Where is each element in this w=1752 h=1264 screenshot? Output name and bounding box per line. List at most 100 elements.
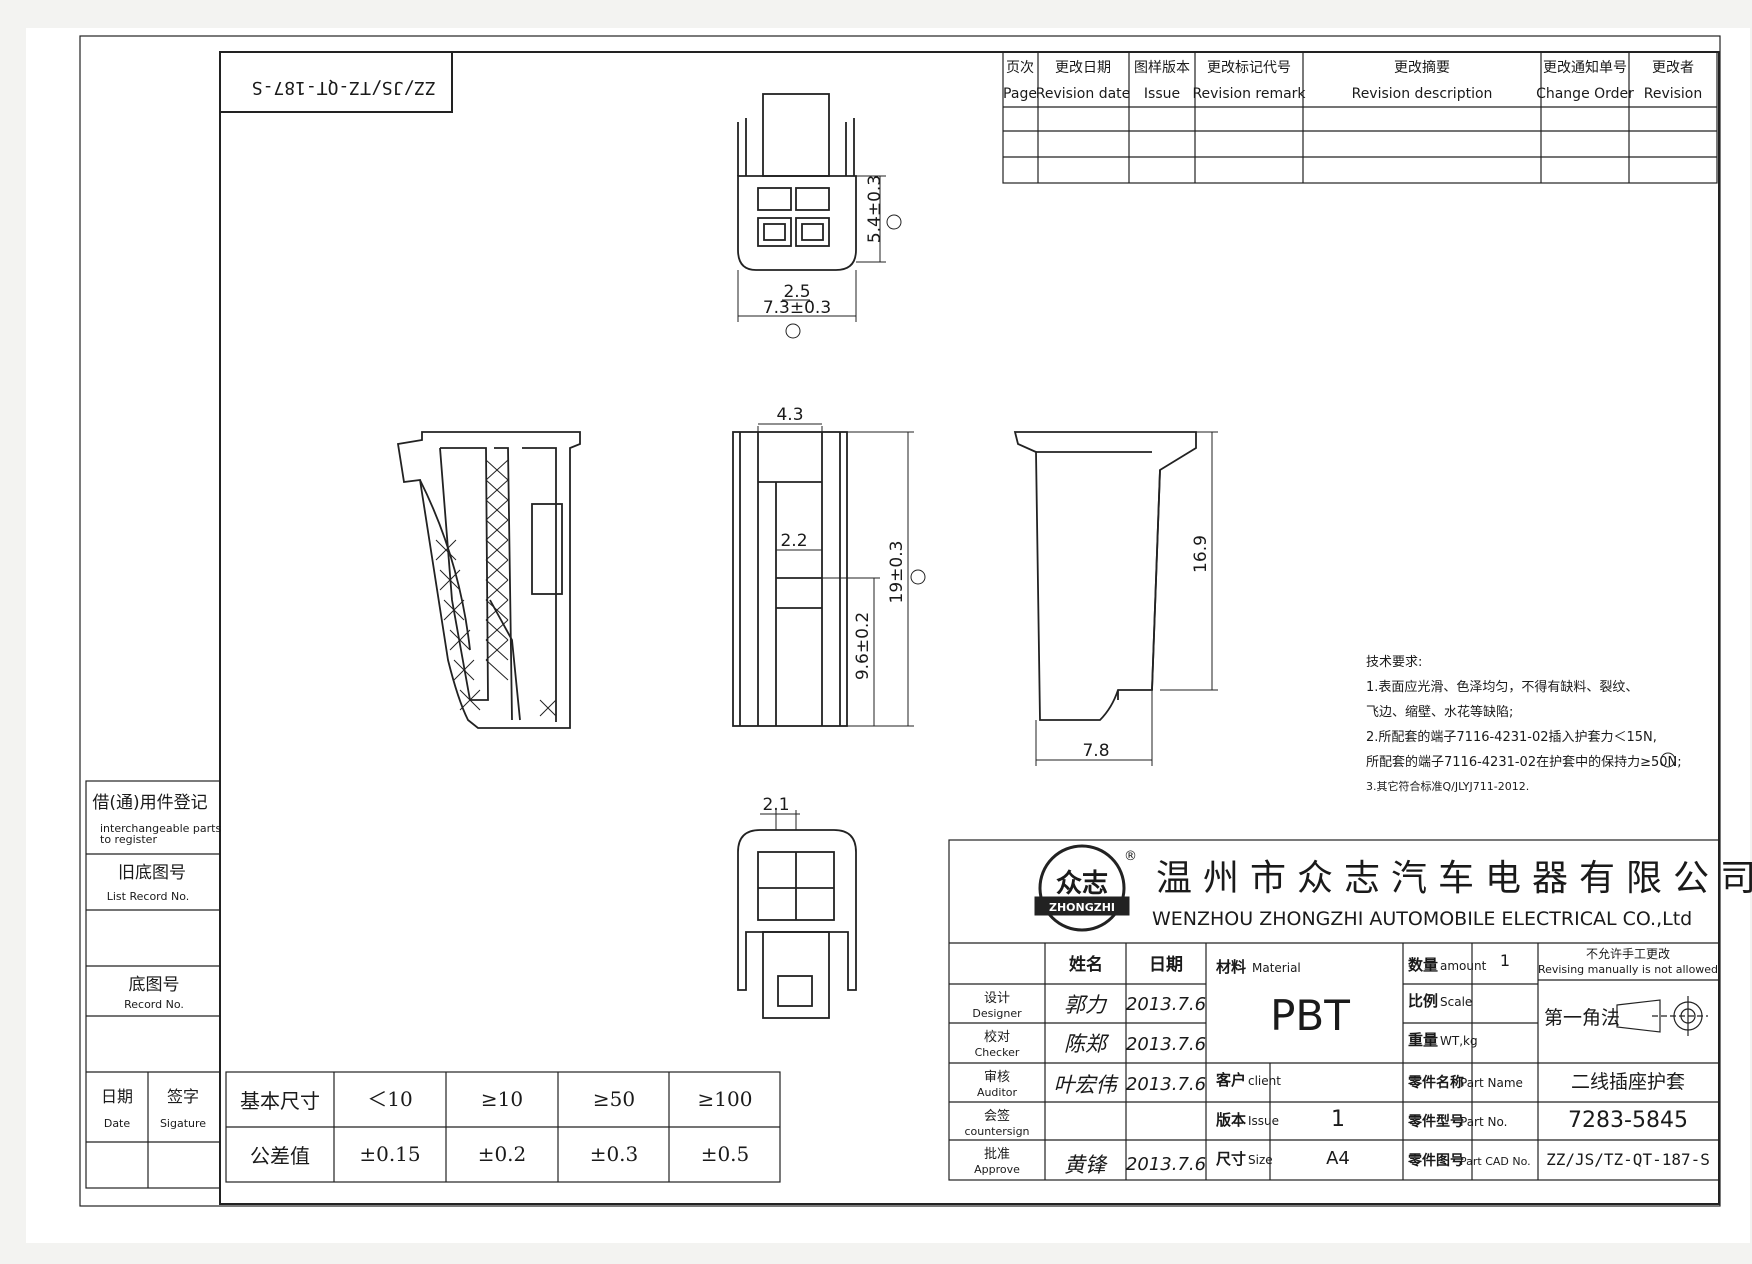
weight-label-en: WT,kg <box>1440 1034 1478 1048</box>
outer-border <box>79 35 1721 1207</box>
material-value: PBT <box>1270 991 1350 1040</box>
approve-label-cn: 批准 <box>984 1147 1010 1162</box>
approve-date: 2013.7.6 <box>1126 1154 1206 1175</box>
tolerance-value-label: 公差值 <box>250 1144 310 1168</box>
dim-right-height: 16.9 <box>1191 535 1211 573</box>
not-allowed-en: Revising manually is not allowed <box>1538 963 1718 976</box>
amount-label-en: amount <box>1440 959 1487 973</box>
register-record-cn: 底图号 <box>129 975 180 995</box>
part-name-label-cn: 零件名称 <box>1407 1074 1464 1091</box>
bottom-view-dims <box>760 810 800 830</box>
designer-label-en: Designer <box>972 1007 1022 1020</box>
tolerance-value-1: ±0.15 <box>359 1142 420 1166</box>
dim-bottom-top: 2.1 <box>762 795 789 815</box>
top-view-dims <box>737 175 902 339</box>
checker-signature: 陈郑 <box>1064 1032 1110 1056</box>
dim-top-width: 7.3±0.3 <box>763 298 831 318</box>
dim-top-height: 5.4±0.3 <box>865 175 885 243</box>
scale-label-cn: 比例 <box>1408 992 1438 1010</box>
designer-signature: 郭力 <box>1064 993 1108 1017</box>
part-name-value: 二线插座护套 <box>1571 1071 1685 1093</box>
material-label-cn: 材料 <box>1216 958 1246 976</box>
rev-header-reviser-cn: 更改者 <box>1652 60 1694 76</box>
rev-header-remark-en: Revision remark <box>1192 86 1306 102</box>
material-label-en: Material <box>1252 961 1301 975</box>
top-view <box>737 93 857 271</box>
tolerance-value-3: ±0.3 <box>590 1142 639 1166</box>
register-old-record-cn: 旧底图号 <box>118 863 186 883</box>
weight-label-cn: 重量 <box>1408 1031 1438 1049</box>
dim-top-inner: 2.5 <box>783 282 810 302</box>
title-block <box>948 839 1720 1181</box>
front-view <box>732 431 848 727</box>
tolerance-value-4: ±0.5 <box>701 1142 750 1166</box>
sign-label-en: Sigature <box>160 1117 206 1130</box>
size-value: A4 <box>1326 1148 1350 1169</box>
checker-label-cn: 校对 <box>984 1029 1010 1045</box>
dim-front-height: 19±0.3 <box>887 541 907 604</box>
inner-frame <box>219 51 1720 1205</box>
dim-front-top: 4.3 <box>776 405 803 425</box>
rev-header-date-en: Revision date <box>1036 86 1131 102</box>
cad-no-value: ZZ/JS/TZ-QT-187-S <box>1546 1150 1710 1169</box>
projection-label: 第一角法 <box>1544 1007 1620 1029</box>
tech-req-line-5: 3.其它符合标准Q/JLYJ711-2012. <box>1366 779 1529 793</box>
company-name-en: WENZHOU ZHONGZHI AUTOMOBILE ELECTRICAL C… <box>1152 908 1692 930</box>
tolerance-range-3: ≥50 <box>593 1087 635 1111</box>
size-label-cn: 尺寸 <box>1216 1150 1246 1168</box>
designer-date: 2013.7.6 <box>1126 994 1206 1015</box>
countersign-label-en: countersign <box>964 1125 1029 1138</box>
client-label-cn: 客户 <box>1215 1071 1246 1089</box>
rev-header-desc-cn: 更改摘要 <box>1394 59 1450 76</box>
part-no-label-en: Part No. <box>1460 1115 1507 1129</box>
issue-label-cn: 版本 <box>1216 1111 1246 1129</box>
rev-header-page-cn: 页次 <box>1006 60 1034 76</box>
logo-cn: 众志 <box>1056 869 1108 899</box>
tolerance-text: 基本尺寸 公差值 ＜10 ≥10 ≥50 ≥100 ±0.15 ±0.2 ±0.… <box>240 1087 752 1168</box>
date-label-en: Date <box>104 1117 131 1130</box>
tech-req-line-3: 2.所配套的端子7116-4231-02插入护套力＜15N, <box>1366 729 1657 745</box>
part-name-label-en: Part Name <box>1460 1076 1523 1090</box>
scale-label-en: Scale <box>1440 995 1472 1009</box>
right-side-dims <box>1035 431 1676 768</box>
amount-label-cn: 数量 <box>1408 956 1438 974</box>
rev-header-order-cn: 更改通知单号 <box>1543 59 1627 76</box>
dim-front-lower: 9.6±0.2 <box>853 612 873 680</box>
tolerance-table <box>225 1071 781 1183</box>
rev-header-remark-cn: 更改标记代号 <box>1207 60 1291 76</box>
countersign-label-cn: 会签 <box>984 1108 1010 1124</box>
name-header: 姓名 <box>1069 954 1103 975</box>
rev-header-issue-en: Issue <box>1144 86 1180 102</box>
rotated-number-box <box>219 51 453 113</box>
left-section-hatch <box>435 459 557 717</box>
amount-value: 1 <box>1500 951 1510 970</box>
register-old-record-en: List Record No. <box>107 890 190 903</box>
approve-label-en: Approve <box>974 1163 1020 1176</box>
rev-header-issue-cn: 图样版本 <box>1134 60 1190 76</box>
rev-header-page-en: Page <box>1003 86 1037 102</box>
title-block-text: 姓名 日期 材料 Material PBT 设计 Designer 校对 Che… <box>964 946 1718 1177</box>
first-angle-projection-symbol <box>1616 996 1708 1036</box>
size-label-en: Size <box>1248 1153 1273 1167</box>
part-no-value: 7283-5845 <box>1568 1108 1688 1133</box>
cad-no-label-cn: 零件图号 <box>1407 1152 1464 1169</box>
front-view-dims <box>757 423 926 727</box>
tolerance-range-4: ≥100 <box>698 1087 753 1111</box>
checker-label-en: Checker <box>975 1046 1020 1059</box>
register-interchangeable-en1: interchangeable parts <box>100 822 221 835</box>
dim-right-width: 7.8 <box>1082 741 1109 761</box>
issue-label-en: Issue <box>1248 1114 1279 1128</box>
part-no-label-cn: 零件型号 <box>1407 1113 1464 1130</box>
tolerance-value-2: ±0.2 <box>478 1142 527 1166</box>
designer-label-cn: 设计 <box>984 991 1010 1006</box>
tolerance-range-2: ≥10 <box>481 1087 523 1111</box>
auditor-label-en: Auditor <box>977 1086 1018 1099</box>
register-interchangeable-cn: 借(通)用件登记 <box>92 793 207 813</box>
logo-en: ZHONGZHI <box>1049 901 1115 914</box>
not-allowed-cn: 不允许手工更改 <box>1586 946 1670 961</box>
rev-header-date-cn: 更改日期 <box>1055 60 1111 76</box>
left-section-view <box>396 431 581 729</box>
company-text: 众志 ZHONGZHI ® 温州市众志汽车电器有限公司 WENZHOU ZHON… <box>1049 849 1752 930</box>
rev-header-order-en: Change Order <box>1536 86 1634 102</box>
